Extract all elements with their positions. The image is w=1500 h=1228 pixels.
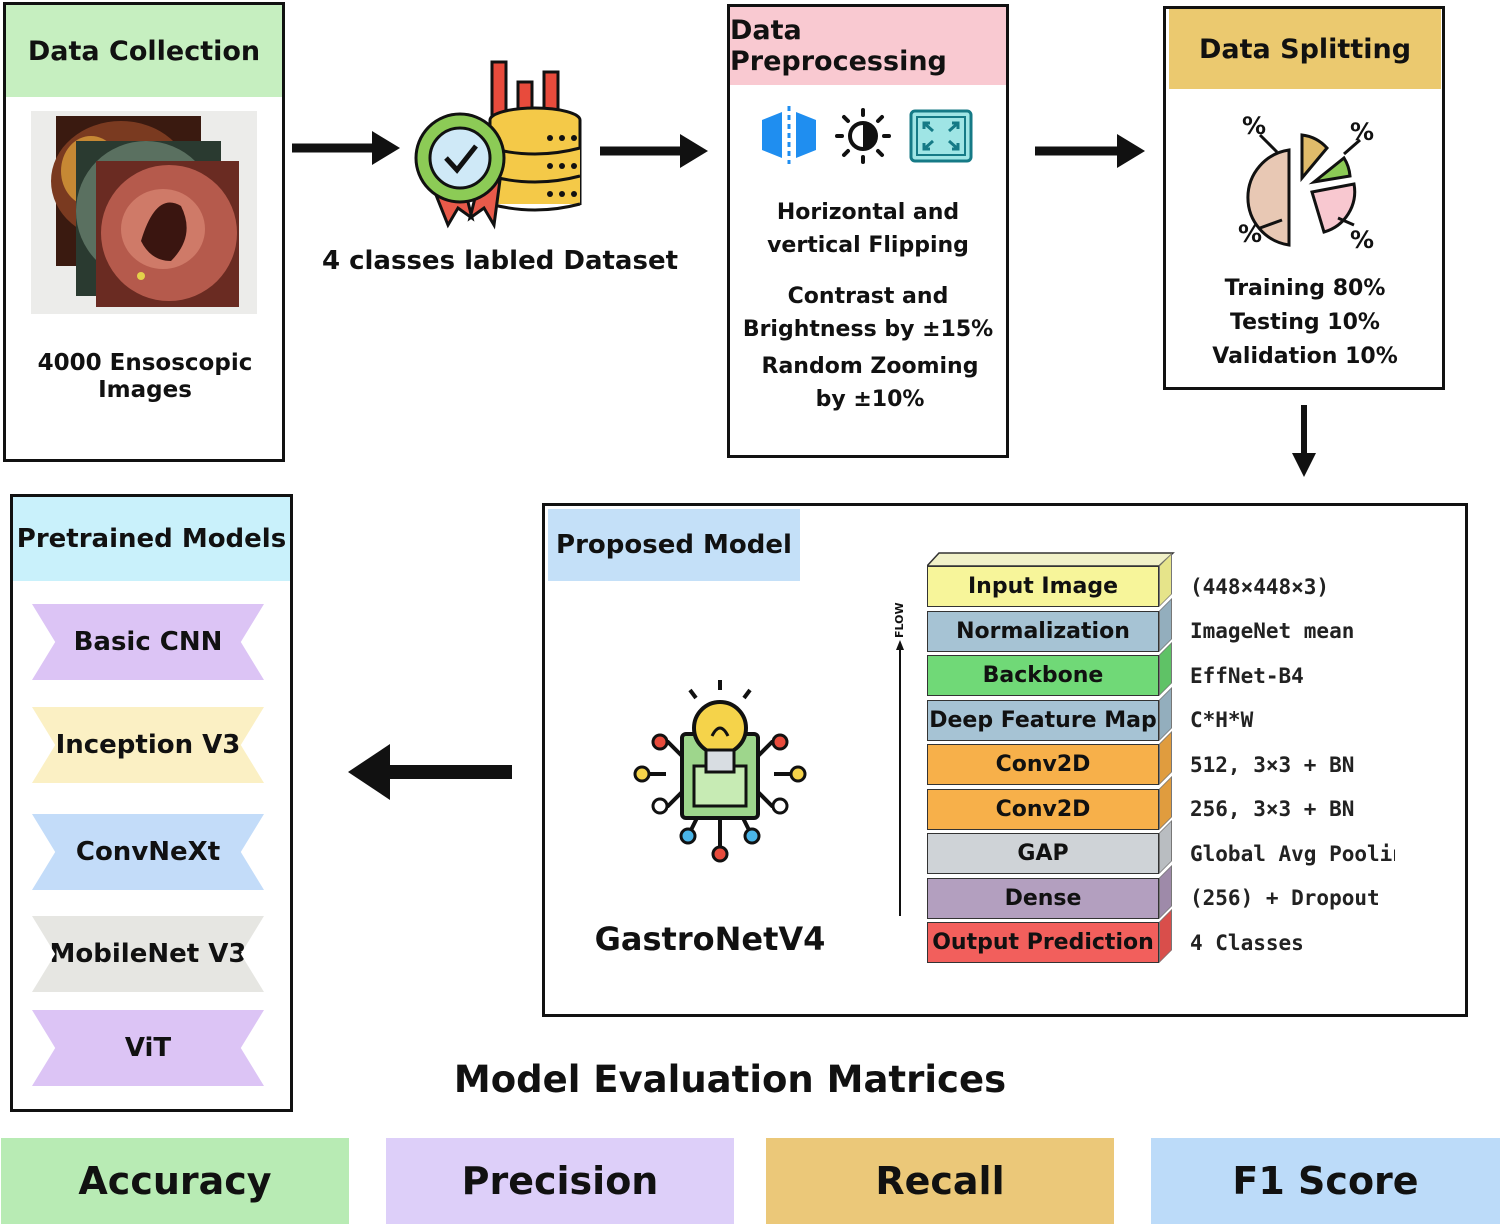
layer-spec: (448×448×3) (1190, 575, 1330, 599)
proposed-model-title: Proposed Model (548, 509, 800, 581)
pretrained-convnext: ConvNeXt (32, 814, 264, 890)
metric-f1-score: F1 Score (1151, 1138, 1500, 1224)
arrow-down-icon (1292, 405, 1316, 477)
pretrained-vit: ViT (32, 1010, 264, 1086)
data-preprocessing-title: Data Preprocessing (730, 7, 1006, 85)
layer-spec: ImageNet mean (1190, 619, 1355, 643)
split-training: Training 80% (1224, 276, 1386, 301)
layer-output-prediction: Output Prediction (927, 922, 1159, 963)
split-validation: Validation 10% (1212, 344, 1398, 369)
dataset-badge-icon (410, 60, 590, 230)
pretrained-models-title: Pretrained Models (13, 497, 290, 581)
preprocessing-item-flipping: Horizontal and vertical Flipping (767, 200, 969, 258)
layer-gap: GAP (927, 833, 1159, 874)
data-collection-title: Data Collection (6, 5, 282, 97)
preprocessing-item-zoom: Random Zooming by ±10% (761, 354, 979, 412)
percent-label: % (1242, 112, 1266, 140)
layer-backbone: Backbone (927, 655, 1159, 696)
metric-recall: Recall (766, 1138, 1114, 1224)
brightness-icon (835, 108, 891, 164)
endoscopic-images-stack (31, 111, 257, 314)
layer-deep-feature-map: Deep Feature Map (927, 700, 1159, 741)
layer-normalization: Normalization (927, 611, 1159, 652)
layer-spec: (256) + Dropout (1190, 886, 1380, 910)
layer-input-image: Input Image (927, 566, 1159, 607)
layer-conv2d-2: Conv2D (927, 789, 1159, 830)
layer-spec: 512, 3×3 + BN (1190, 753, 1355, 777)
metric-accuracy: Accuracy (1, 1138, 349, 1224)
pretrained-models-box (10, 494, 293, 1112)
percent-label: % (1238, 220, 1262, 248)
arrow-right-icon (1035, 134, 1145, 168)
dataset-caption: 4 classes labled Dataset (321, 246, 679, 276)
zoom-expand-icon (909, 109, 973, 163)
pie-chart-icon: % % % % (1238, 112, 1374, 254)
data-splitting-title: Data Splitting (1169, 9, 1441, 89)
layer-spec: 4 Classes (1190, 931, 1304, 955)
arrow-left-icon (348, 744, 512, 800)
preprocessing-item-contrast: Contrast and Brightness by ±15% (742, 284, 994, 342)
pretrained-mobilenet-v3: MobileNet V3 (32, 916, 264, 992)
metric-precision: Precision (386, 1138, 734, 1224)
flip-icon (762, 106, 816, 164)
ai-lightbulb-chip-icon (633, 680, 807, 863)
model-name: GastroNetV4 (594, 920, 826, 958)
pretrained-inception-v3: Inception V3 (32, 707, 264, 783)
percent-label: % (1350, 118, 1374, 146)
split-testing: Testing 10% (1230, 310, 1380, 335)
layer-spec: EffNet-B4 (1190, 664, 1304, 688)
layer-spec: Global Avg Pooling (1190, 842, 1395, 866)
data-collection-caption: 4000 Ensoscopic Images (37, 350, 253, 403)
pretrained-basic-cnn: Basic CNN (32, 604, 264, 680)
arrow-right-icon (600, 134, 708, 168)
evaluation-title: Model Evaluation Matrices (453, 1058, 1007, 1101)
layer-conv2d-1: Conv2D (927, 744, 1159, 785)
arrow-right-icon (292, 131, 400, 165)
layer-spec: 256, 3×3 + BN (1190, 797, 1355, 821)
flow-arrow-icon (896, 640, 904, 916)
percent-label: % (1350, 226, 1374, 254)
layer-spec: C*H*W (1190, 708, 1254, 732)
flow-label: FLOW (893, 602, 906, 638)
layer-dense: Dense (927, 878, 1159, 919)
